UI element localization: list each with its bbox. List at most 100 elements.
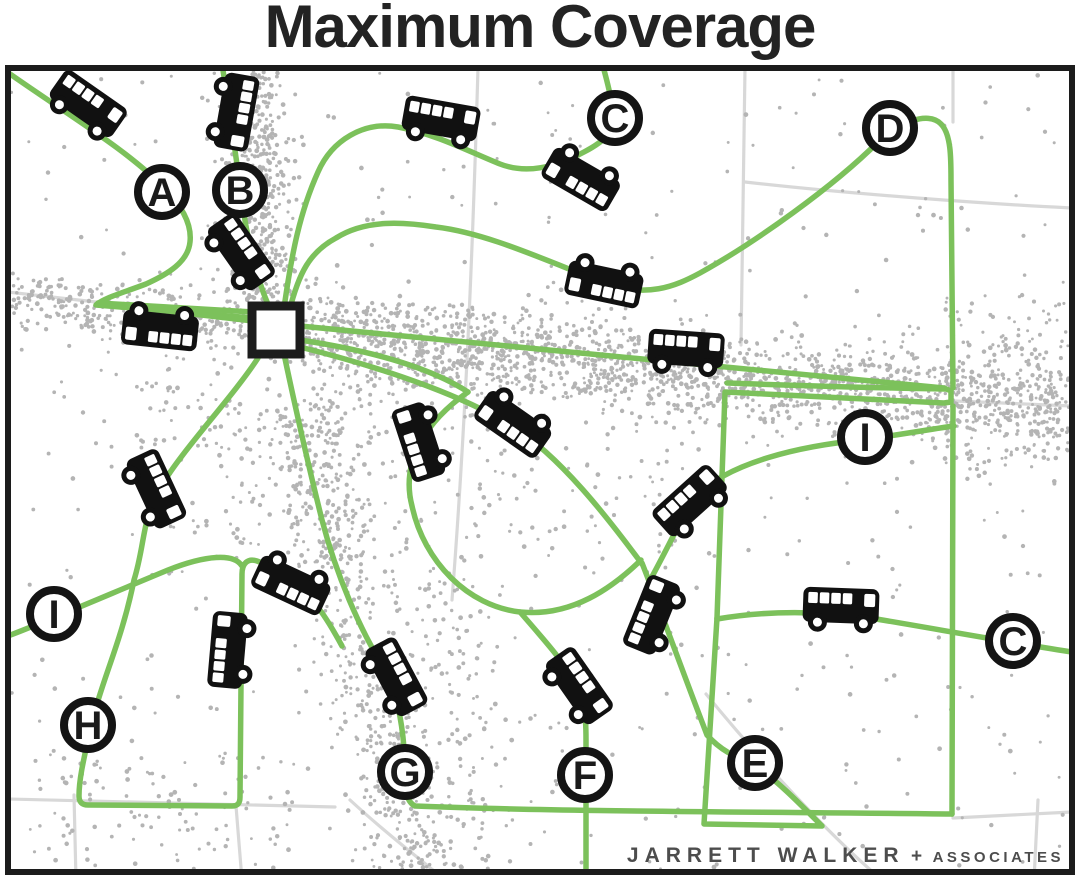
population-dot <box>259 233 263 237</box>
population-dot <box>470 354 476 359</box>
population-dot <box>355 301 360 306</box>
population-dot <box>350 652 355 656</box>
population-dot <box>402 846 407 851</box>
population-dot <box>354 714 358 718</box>
population-dot <box>92 762 97 767</box>
population-dot <box>517 401 522 406</box>
population-dot <box>1060 427 1065 433</box>
population-dot <box>549 264 554 269</box>
population-dot <box>549 370 553 374</box>
population-dot <box>290 800 295 805</box>
population-dot <box>679 642 684 648</box>
population-dot <box>270 119 274 123</box>
population-dot <box>270 127 275 132</box>
population-dot <box>334 472 339 476</box>
population-dot <box>1058 356 1063 361</box>
population-dot <box>810 353 814 358</box>
population-dot <box>462 736 468 742</box>
population-dot <box>486 315 490 319</box>
population-dot <box>961 368 966 373</box>
population-dot <box>498 358 504 363</box>
population-dot <box>492 328 496 332</box>
population-dot <box>877 364 882 369</box>
population-dot <box>455 727 460 733</box>
population-dot <box>358 319 364 325</box>
population-dot <box>431 696 435 700</box>
population-dot <box>455 587 460 592</box>
population-dot <box>716 375 719 379</box>
population-dot <box>168 792 174 797</box>
population-dot <box>321 539 326 544</box>
population-dot <box>416 856 420 860</box>
population-dot <box>446 478 451 483</box>
population-dot <box>751 398 755 402</box>
population-dot <box>403 353 407 357</box>
population-dot <box>383 807 387 811</box>
population-dot <box>268 795 273 800</box>
population-dot <box>964 398 970 404</box>
population-dot <box>987 345 993 351</box>
population-dot <box>267 256 272 260</box>
population-dot <box>466 676 471 681</box>
population-dot <box>773 337 778 342</box>
population-dot <box>336 318 341 322</box>
population-dot <box>270 259 275 264</box>
population-dot <box>549 317 553 321</box>
population-dot <box>539 324 544 329</box>
population-dot <box>679 441 684 446</box>
population-dot <box>1059 345 1063 349</box>
population-dot <box>259 128 264 132</box>
population-dot <box>314 276 319 281</box>
population-dot <box>271 215 275 219</box>
population-dot <box>935 405 940 410</box>
population-dot <box>591 313 595 317</box>
population-dot <box>631 348 636 353</box>
population-dot <box>1042 448 1047 453</box>
population-dot <box>986 422 990 427</box>
population-dot <box>742 356 747 361</box>
population-dot <box>971 401 975 405</box>
population-dot <box>514 496 519 501</box>
population-dot <box>456 635 462 641</box>
population-dot <box>592 371 596 375</box>
population-dot <box>799 402 804 407</box>
population-dot <box>968 426 972 431</box>
population-dot <box>252 154 257 159</box>
population-dot <box>132 861 138 867</box>
population-dot <box>1064 400 1068 404</box>
population-dot <box>542 354 546 358</box>
population-dot <box>961 388 965 393</box>
population-dot <box>506 374 510 377</box>
population-dot <box>267 168 272 173</box>
population-dot <box>964 375 968 379</box>
population-dot <box>323 312 327 317</box>
population-dot <box>918 205 922 210</box>
population-dot <box>1048 318 1052 322</box>
population-dot <box>982 460 987 465</box>
population-dot <box>264 408 269 413</box>
population-dot <box>670 384 675 389</box>
population-dot <box>258 455 262 459</box>
population-dot <box>140 823 145 828</box>
population-dot <box>475 363 479 367</box>
population-dot <box>411 384 416 389</box>
population-dot <box>342 621 347 625</box>
population-dot <box>629 378 634 382</box>
population-dot <box>843 122 847 126</box>
population-dot <box>96 316 100 321</box>
population-dot <box>598 385 603 391</box>
population-dot <box>484 347 489 351</box>
population-dot <box>1015 432 1019 436</box>
population-dot <box>372 841 377 847</box>
population-dot <box>587 357 591 361</box>
population-dot <box>930 436 935 441</box>
population-dot <box>462 259 467 265</box>
population-dot <box>778 211 784 216</box>
population-dot <box>685 391 690 397</box>
population-dot <box>495 156 499 161</box>
population-dot <box>85 317 90 323</box>
population-dot <box>319 466 323 470</box>
population-dot <box>1047 378 1052 383</box>
population-dot <box>340 624 344 628</box>
population-dot <box>340 285 346 290</box>
